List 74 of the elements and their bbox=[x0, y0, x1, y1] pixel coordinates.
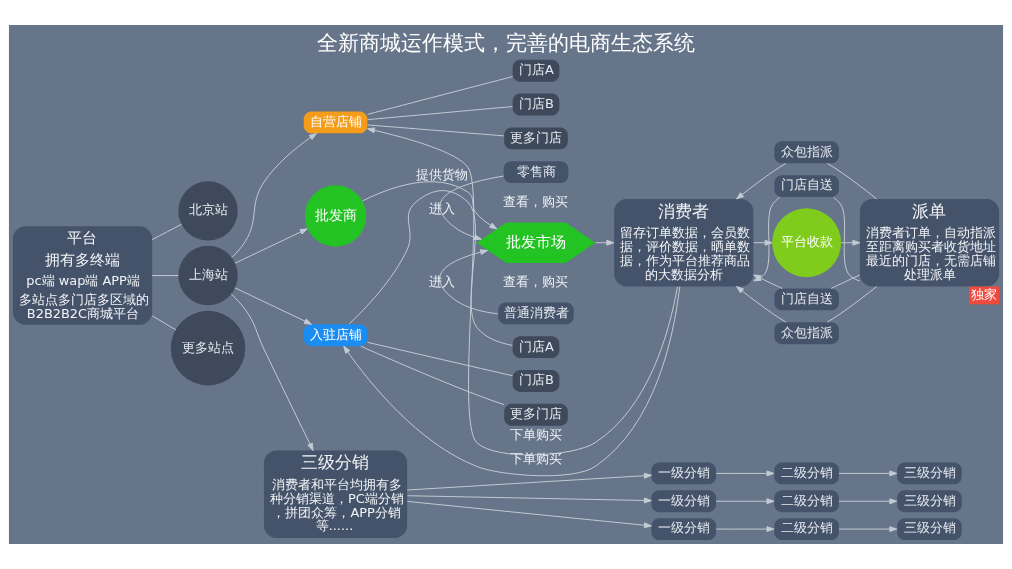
node-box: 众包指派 bbox=[774, 322, 839, 345]
node-box: 三级分销 bbox=[897, 490, 962, 513]
arrow bbox=[838, 526, 898, 532]
edge-label: 进入 bbox=[428, 273, 455, 289]
diagram-title: 全新商城运作模式，完善的电商生态系统 bbox=[317, 30, 695, 55]
arrow bbox=[406, 472, 652, 491]
node-box: 门店B bbox=[512, 93, 560, 116]
node-box: 门店自送 bbox=[774, 288, 839, 311]
connector bbox=[151, 315, 177, 331]
arrow bbox=[406, 500, 652, 529]
arrow bbox=[230, 293, 314, 451]
arrow bbox=[838, 498, 898, 505]
node-circle: 上海站 bbox=[178, 245, 238, 306]
edge-label: 进入 bbox=[428, 201, 455, 217]
edge-label: 提供货物 bbox=[415, 166, 468, 182]
arrow bbox=[715, 526, 775, 532]
node-box: 门店A bbox=[512, 59, 560, 82]
node-box: 平台 拥有多终端 pc端 wap端 APP端 多站点多门店多区域的B2B2B2C商城平台 bbox=[12, 226, 153, 325]
connector bbox=[367, 341, 513, 377]
node-box: 一级分销 bbox=[651, 518, 717, 540]
node-box: 一级分销 bbox=[651, 462, 717, 485]
node-box: 门店B bbox=[512, 370, 560, 392]
arrow bbox=[361, 181, 498, 230]
node-box: 入驻店铺 bbox=[303, 324, 368, 347]
connector bbox=[832, 196, 861, 282]
edge-label: 下单购买 bbox=[509, 427, 562, 443]
node-box: 自营店铺 bbox=[303, 111, 368, 134]
connector bbox=[348, 190, 513, 346]
node-box: 零售商 bbox=[503, 161, 569, 184]
arrow bbox=[715, 498, 775, 505]
arrow bbox=[753, 239, 773, 246]
arrow bbox=[234, 228, 308, 264]
arrow bbox=[343, 286, 681, 477]
node-box: 二级分销 bbox=[774, 490, 839, 513]
edge-label: 下单购买 bbox=[509, 450, 562, 466]
node-circle: 北京站 bbox=[178, 181, 238, 241]
node-label: 独家 bbox=[971, 286, 998, 302]
node-circle: 平台收款 bbox=[772, 208, 842, 278]
connector bbox=[367, 106, 513, 121]
node-box: 门店A bbox=[512, 336, 560, 359]
connector bbox=[360, 345, 505, 406]
node-circle: 批发商 bbox=[304, 185, 367, 247]
connector bbox=[826, 162, 878, 200]
node-box: 更多门店 bbox=[504, 403, 568, 426]
connector bbox=[367, 76, 513, 115]
node-box: 门店自送 bbox=[774, 175, 839, 197]
arrow bbox=[439, 249, 499, 315]
label: 查看，购买 bbox=[503, 273, 569, 289]
node-box: 一级分销 bbox=[651, 490, 717, 513]
node-box: 更多门店 bbox=[504, 127, 568, 150]
node-circle: 更多站点 bbox=[170, 310, 246, 386]
arrow bbox=[736, 286, 787, 323]
connector bbox=[826, 286, 878, 323]
arrow bbox=[838, 470, 898, 477]
arrow bbox=[594, 239, 615, 246]
node-box: 普通消费者 bbox=[498, 302, 574, 325]
node-box: 三级分销 消费者和平台均拥有多种分销渠道，PC端分销，拼团众筹，APP分销等...... bbox=[263, 450, 408, 539]
arrow bbox=[406, 495, 652, 504]
arrow bbox=[736, 162, 787, 200]
connector bbox=[151, 275, 179, 277]
arrow bbox=[715, 470, 775, 477]
connector bbox=[151, 223, 182, 241]
arrow bbox=[231, 133, 317, 258]
node-box: 三级分销 bbox=[897, 462, 962, 485]
node-box: 二级分销 bbox=[774, 518, 839, 540]
arrow bbox=[234, 287, 312, 325]
node-box: 三级分销 bbox=[897, 518, 962, 540]
connector bbox=[367, 124, 505, 137]
node-box: 消费者 留存订单数据，会员数据，评价数据，晒单数据，作为平台推荐商品的大数据分析 bbox=[614, 199, 754, 287]
label: 查看，购买 bbox=[503, 194, 569, 210]
connector bbox=[830, 274, 861, 289]
arrow bbox=[840, 239, 861, 246]
node-box: 二级分销 bbox=[774, 462, 839, 485]
node-box: 众包指派 bbox=[774, 141, 839, 164]
